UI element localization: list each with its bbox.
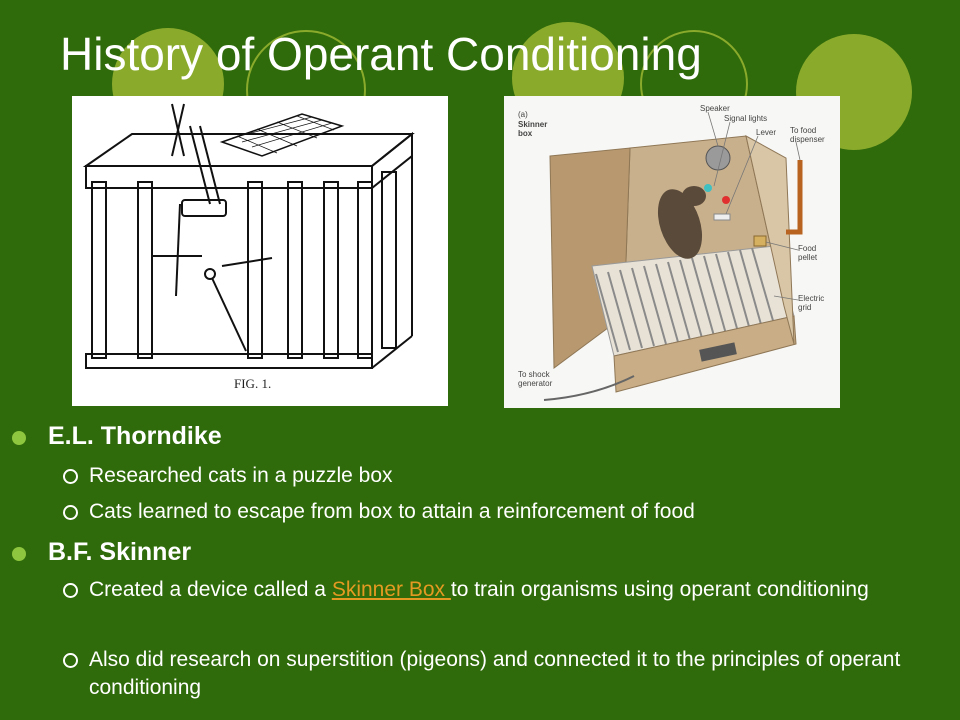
bullet-heading-skinner: B.F. Skinner — [12, 538, 192, 567]
sub-bullet-text: Created a device called a — [89, 578, 332, 601]
label-lever: Lever — [756, 128, 777, 137]
sub-bullet-text: Also did research on superstition (pigeo… — [89, 648, 901, 699]
panel-title: Skinner box — [518, 120, 548, 138]
bullet-ring-icon — [63, 505, 78, 520]
bullet-dot-icon — [12, 547, 26, 561]
label-speaker: Speaker — [700, 104, 730, 113]
bullet-ring-icon — [63, 469, 78, 484]
puzzle-box-drawing — [82, 103, 415, 369]
bullet-ring-icon — [63, 653, 78, 668]
label-electric-grid: Electric grid — [798, 294, 825, 312]
label-signal-lights: Signal lights — [724, 114, 768, 123]
sub-bullet: Also did research on superstition (pigeo… — [63, 646, 929, 702]
label-food-pellet: Food pellet — [798, 244, 818, 262]
skinner-box-drawing — [543, 111, 803, 401]
panel-label: (a) — [518, 110, 528, 119]
bullet-heading-text: E.L. Thorndike — [48, 422, 222, 450]
sub-bullet: Created a device called a Skinner Box to… — [63, 576, 929, 604]
label-food-dispenser: To food dispenser — [790, 126, 825, 144]
sub-bullet: Cats learned to escape from box to attai… — [63, 498, 929, 526]
bullet-heading-thorndike: E.L. Thorndike — [12, 422, 222, 451]
slide-title: History of Operant Conditioning — [60, 28, 702, 80]
skinner-box-illustration: (a) Skinner box Speaker Signal lights Le… — [504, 96, 840, 408]
puzzle-box-illustration: FIG. 1. — [72, 96, 448, 406]
figure-caption: FIG. 1. — [234, 376, 272, 391]
bullet-heading-text: B.F. Skinner — [48, 538, 192, 566]
label-shock-generator: To shock generator — [518, 370, 553, 388]
sub-bullet-text: Researched cats in a puzzle box — [89, 464, 393, 487]
sub-bullet: Researched cats in a puzzle box — [63, 462, 929, 490]
sub-bullet-text: to train organisms using operant conditi… — [450, 578, 869, 601]
bullet-dot-icon — [12, 431, 26, 445]
bullet-ring-icon — [63, 583, 78, 598]
skinner-box-link[interactable]: Skinner Box — [331, 578, 451, 601]
sub-bullet-text: Cats learned to escape from box to attai… — [89, 500, 695, 523]
